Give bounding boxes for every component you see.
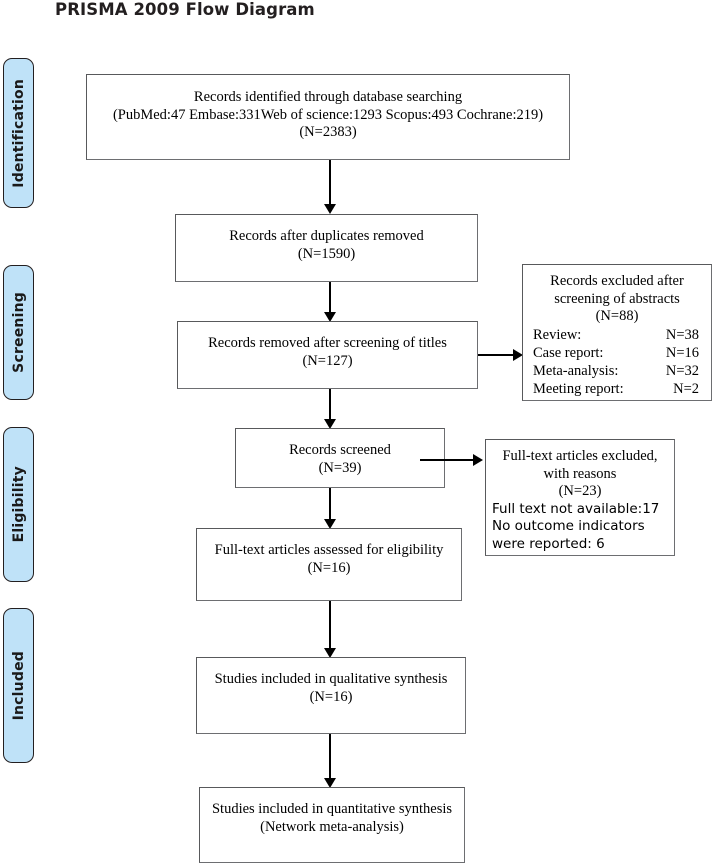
connector-assessed-to-qualitative — [329, 601, 331, 653]
connector-qualitative-to-quantitative — [329, 734, 331, 784]
connector-titles-to-excluded — [478, 354, 516, 356]
exclusion-reason-row: Meeting report: N=2 — [529, 380, 705, 398]
box-studies-quantitative-synthesis: Studies included in quantitative synthes… — [199, 787, 465, 863]
box-line: (PubMed:47 Embase:331Web of science:1293… — [112, 106, 544, 123]
stage-tab-screening: Screening — [3, 265, 34, 400]
connector-identified-to-duplicates — [329, 160, 331, 208]
box-line: (Network meta-analysis) — [260, 818, 404, 835]
stage-tab-label: Included — [10, 650, 27, 721]
arrow-down-icon — [324, 419, 336, 429]
stage-tab-included: Included — [3, 608, 34, 763]
box-studies-qualitative-synthesis: Studies included in qualitative synthesi… — [196, 657, 466, 734]
box-line: (N=127) — [302, 352, 353, 369]
box-line: Full-text articles assessed for eligibil… — [214, 542, 444, 558]
box-fulltext-articles-excluded: Full-text articles excluded, with reason… — [485, 439, 675, 556]
box-line: (N=23) — [558, 483, 602, 499]
exclusion-reason-label: Meta-analysis: — [533, 362, 619, 379]
exclusion-reason-row: Review: N=38 — [529, 326, 705, 344]
stage-tab-label: Eligibility — [10, 466, 27, 543]
box-line: Studies included in quantitative synthes… — [211, 801, 453, 817]
exclusion-reason-line: Full text not available:17 — [492, 500, 660, 517]
stage-tab-label: Identification — [10, 78, 27, 188]
box-line: (N=39) — [318, 459, 362, 476]
box-records-screened: Records screened (N=39) — [235, 428, 445, 488]
arrow-right-icon — [513, 349, 523, 361]
box-line: (N=1590) — [297, 245, 356, 262]
box-line: Studies included in qualitative synthesi… — [214, 671, 448, 687]
box-line: Records screened — [289, 442, 391, 458]
box-line: (N=16) — [307, 559, 351, 576]
box-line: Records identified through database sear… — [193, 89, 463, 105]
box-records-identified: Records identified through database sear… — [86, 74, 570, 160]
box-line: Records after duplicates removed — [229, 228, 424, 244]
arrow-down-icon — [324, 312, 336, 322]
arrow-down-icon — [324, 204, 336, 214]
connector-screened-to-fulltext-excluded — [420, 459, 476, 461]
box-line: screening of abstracts — [554, 290, 680, 307]
box-line: Records removed after screening of title… — [208, 335, 447, 351]
stage-tab-identification: Identification — [3, 58, 34, 208]
stage-tab-eligibility: Eligibility — [3, 427, 34, 582]
page-title: PRISMA 2009 Flow Diagram — [55, 0, 315, 19]
box-line: (N=88) — [595, 308, 639, 324]
arrow-right-icon — [473, 454, 483, 466]
box-records-after-duplicates: Records after duplicates removed (N=1590… — [175, 214, 478, 282]
exclusion-reason-count: N=2 — [673, 380, 699, 397]
exclusion-reason-row: Meta-analysis: N=32 — [529, 362, 705, 380]
exclusion-reason-label: Review: — [533, 326, 582, 343]
box-line: with reasons — [543, 465, 617, 482]
exclusion-reason-count: N=32 — [665, 362, 699, 379]
connector-titles-to-screened — [329, 389, 331, 425]
box-line: Records excluded after — [550, 273, 684, 289]
stage-tab-label: Screening — [10, 292, 27, 373]
arrow-down-icon — [324, 648, 336, 658]
box-fulltext-assessed-eligibility: Full-text articles assessed for eligibil… — [196, 528, 462, 601]
exclusion-reason-line: No outcome indicators — [492, 518, 645, 534]
box-line: (N=2383) — [299, 124, 357, 140]
exclusion-reason-label: Case report: — [533, 344, 604, 361]
box-line: (N=16) — [309, 688, 353, 705]
exclusion-reason-line: were reported: 6 — [492, 535, 605, 552]
exclusion-reason-label: Meeting report: — [533, 380, 624, 397]
exclusion-reason-row: Case report: N=16 — [529, 344, 705, 362]
connector-screened-to-assessed — [329, 488, 331, 526]
arrow-down-icon — [324, 778, 336, 788]
exclusion-reason-count: N=16 — [665, 344, 699, 361]
box-line: Full-text articles excluded, — [502, 448, 658, 464]
box-records-removed-titles: Records removed after screening of title… — [177, 321, 478, 389]
exclusion-reason-count: N=38 — [665, 326, 699, 343]
connector-duplicates-to-titles — [329, 282, 331, 320]
box-records-excluded-abstracts: Records excluded after screening of abst… — [522, 264, 712, 401]
arrow-down-icon — [324, 519, 336, 529]
